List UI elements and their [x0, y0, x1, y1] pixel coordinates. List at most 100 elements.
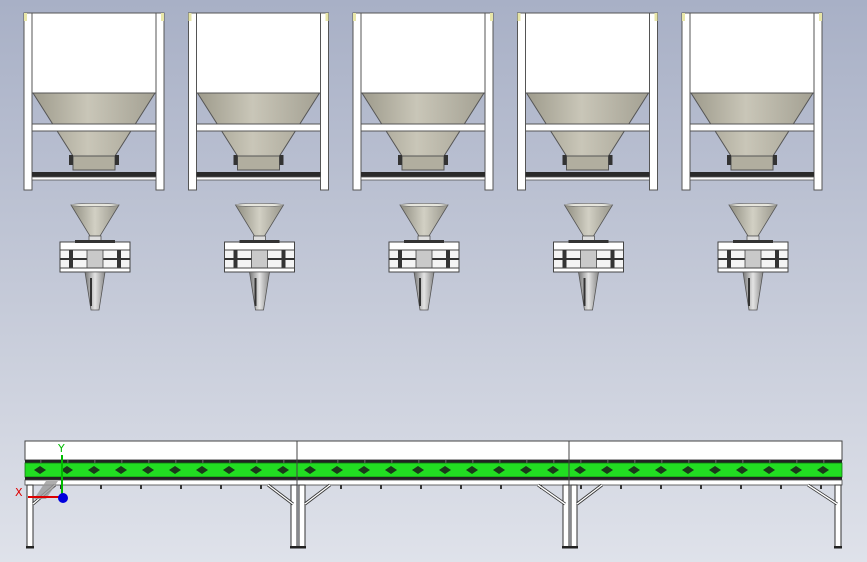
- belt-slot: [385, 466, 397, 474]
- triad-plane: [34, 481, 58, 499]
- hopper-cap-right: [819, 13, 822, 21]
- hopper-bracket-right: [279, 155, 284, 165]
- dispenser-lower-plate: [388, 267, 460, 273]
- dispenser-3: [388, 203, 460, 311]
- dispenser-5: [717, 203, 789, 311]
- hopper-5: [681, 12, 823, 191]
- dispenser-nozzle-rod: [90, 278, 92, 306]
- frame-bolt: [100, 485, 102, 489]
- belt-slot: [358, 466, 370, 474]
- conveyor-leg-foot: [570, 546, 578, 549]
- hopper-left-leg: [188, 12, 197, 191]
- conveyor-leg: [290, 484, 298, 549]
- conveyor-leg: [834, 484, 842, 549]
- hopper-bottom-rail: [525, 172, 650, 177]
- frame-bolt: [500, 485, 502, 489]
- belt-tick: [472, 460, 474, 463]
- dispenser-funnel: [563, 204, 614, 237]
- hopper-outlet: [730, 155, 774, 171]
- belt-tick: [364, 460, 366, 463]
- conveyor-leg: [570, 484, 578, 549]
- hopper-4: [517, 12, 658, 191]
- belt-slot: [61, 466, 73, 474]
- dispenser-funnel-rim: [235, 203, 284, 207]
- belt-slot: [331, 466, 343, 474]
- dispenser-column-right: [117, 250, 121, 268]
- belt-tick: [337, 460, 339, 463]
- belt-tick: [796, 460, 798, 463]
- dispenser-column-right: [281, 250, 286, 268]
- belt-tick: [445, 460, 447, 463]
- dispenser-row: [59, 203, 789, 311]
- belt-slot: [736, 466, 748, 474]
- hopper-bracket-left: [398, 155, 402, 165]
- belt-slot: [763, 466, 775, 474]
- hopper-cap-left: [353, 13, 356, 21]
- hopper-outlet: [566, 155, 609, 171]
- hopper-bottom-rail-lip: [196, 176, 321, 181]
- belt-tick: [256, 460, 258, 463]
- frame-bolt: [260, 485, 262, 489]
- hopper-body: [525, 12, 650, 94]
- dispenser-nozzle-rod: [583, 278, 586, 306]
- conveyor-lower-frame: [24, 479, 843, 486]
- frame-bolt: [740, 485, 742, 489]
- hopper-bottom-rail-lip: [31, 176, 157, 181]
- dispenser-lower-plate: [59, 267, 131, 273]
- dispenser-upper-disc: [553, 241, 624, 251]
- belt-tick: [391, 460, 393, 463]
- hopper-cap-left: [188, 13, 192, 21]
- conveyor-brace-highlight: [807, 484, 838, 505]
- dispenser-funnel-rim: [564, 203, 613, 207]
- dispenser-4: [553, 203, 624, 311]
- belt-tick: [418, 460, 420, 463]
- dispenser-funnel: [399, 204, 449, 237]
- dispenser-collar: [568, 240, 609, 243]
- dispenser-upper-disc: [717, 241, 789, 251]
- dispenser-nozzle: [578, 271, 599, 311]
- hopper-bottom-rail: [196, 172, 321, 177]
- hopper-right-leg: [320, 12, 329, 191]
- conveyor-leg-foot: [26, 546, 34, 549]
- belt-tick: [553, 460, 555, 463]
- belt-tick: [823, 460, 825, 463]
- hopper-2: [188, 12, 329, 191]
- dispenser-column-left: [562, 250, 567, 268]
- dispenser-core: [415, 249, 433, 269]
- dispenser-core: [86, 249, 104, 269]
- hopper-mid-rail: [525, 123, 650, 132]
- frame-bolt: [340, 485, 342, 489]
- conveyor-leg-foot: [834, 546, 842, 549]
- hopper-bottom-rail: [361, 172, 485, 177]
- frame-bolt: [380, 485, 382, 489]
- belt-slot: [277, 466, 289, 474]
- belt-tick: [121, 460, 123, 463]
- hopper-left-leg: [23, 12, 33, 191]
- conveyor-top-rail: [25, 460, 842, 463]
- conveyor-brace-highlight: [537, 484, 566, 505]
- dispenser-nozzle-rod: [419, 278, 421, 306]
- hopper-mid-rail: [360, 123, 486, 132]
- belt-slot: [817, 466, 829, 474]
- dispenser-nozzle: [249, 271, 270, 311]
- belt-tick: [202, 460, 204, 463]
- hopper-cap-left: [682, 13, 685, 21]
- conveyor-bottom-rail: [25, 477, 842, 480]
- conveyor-leg-foot: [290, 546, 298, 549]
- dispenser-funnel-rim: [70, 203, 120, 207]
- hopper-left-leg: [352, 12, 362, 191]
- frame-bolt: [820, 485, 822, 489]
- belt-slot: [412, 466, 424, 474]
- frame-bolt: [620, 485, 622, 489]
- hopper-bottom-rail-lip: [360, 176, 486, 181]
- hopper-body: [31, 12, 157, 94]
- belt-tick: [634, 460, 636, 463]
- belt-tick: [688, 460, 690, 463]
- hopper-mid-rail: [196, 123, 321, 132]
- dispenser-upper-disc: [224, 241, 295, 251]
- frame-bolt: [460, 485, 462, 489]
- belt-tick: [661, 460, 663, 463]
- dispenser-nozzle: [742, 271, 764, 311]
